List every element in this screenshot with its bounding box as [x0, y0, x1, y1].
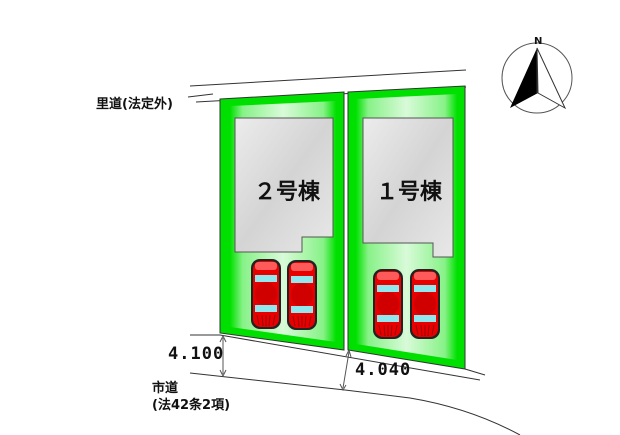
dimension-left: 4.100 — [168, 344, 225, 364]
bottom-road-line2: (法42条2項) — [152, 398, 231, 413]
car-icon — [409, 268, 441, 340]
north-arrow-icon — [501, 42, 573, 114]
building-1 — [362, 117, 454, 258]
car-icon — [250, 258, 282, 330]
car-icon — [286, 259, 318, 331]
bottom-road-label: 市道 (法42条2項) — [152, 380, 230, 414]
building-1-label: １号棟 — [376, 180, 443, 205]
dimension-right: 4.040 — [355, 360, 412, 380]
bottom-road-line1: 市道 — [152, 381, 179, 396]
top-road-label: 里道(法定外) — [96, 97, 173, 112]
car-icon — [372, 268, 404, 340]
north-label: N — [534, 36, 543, 47]
building-2-label: ２号棟 — [254, 180, 321, 205]
building-2 — [234, 117, 334, 253]
